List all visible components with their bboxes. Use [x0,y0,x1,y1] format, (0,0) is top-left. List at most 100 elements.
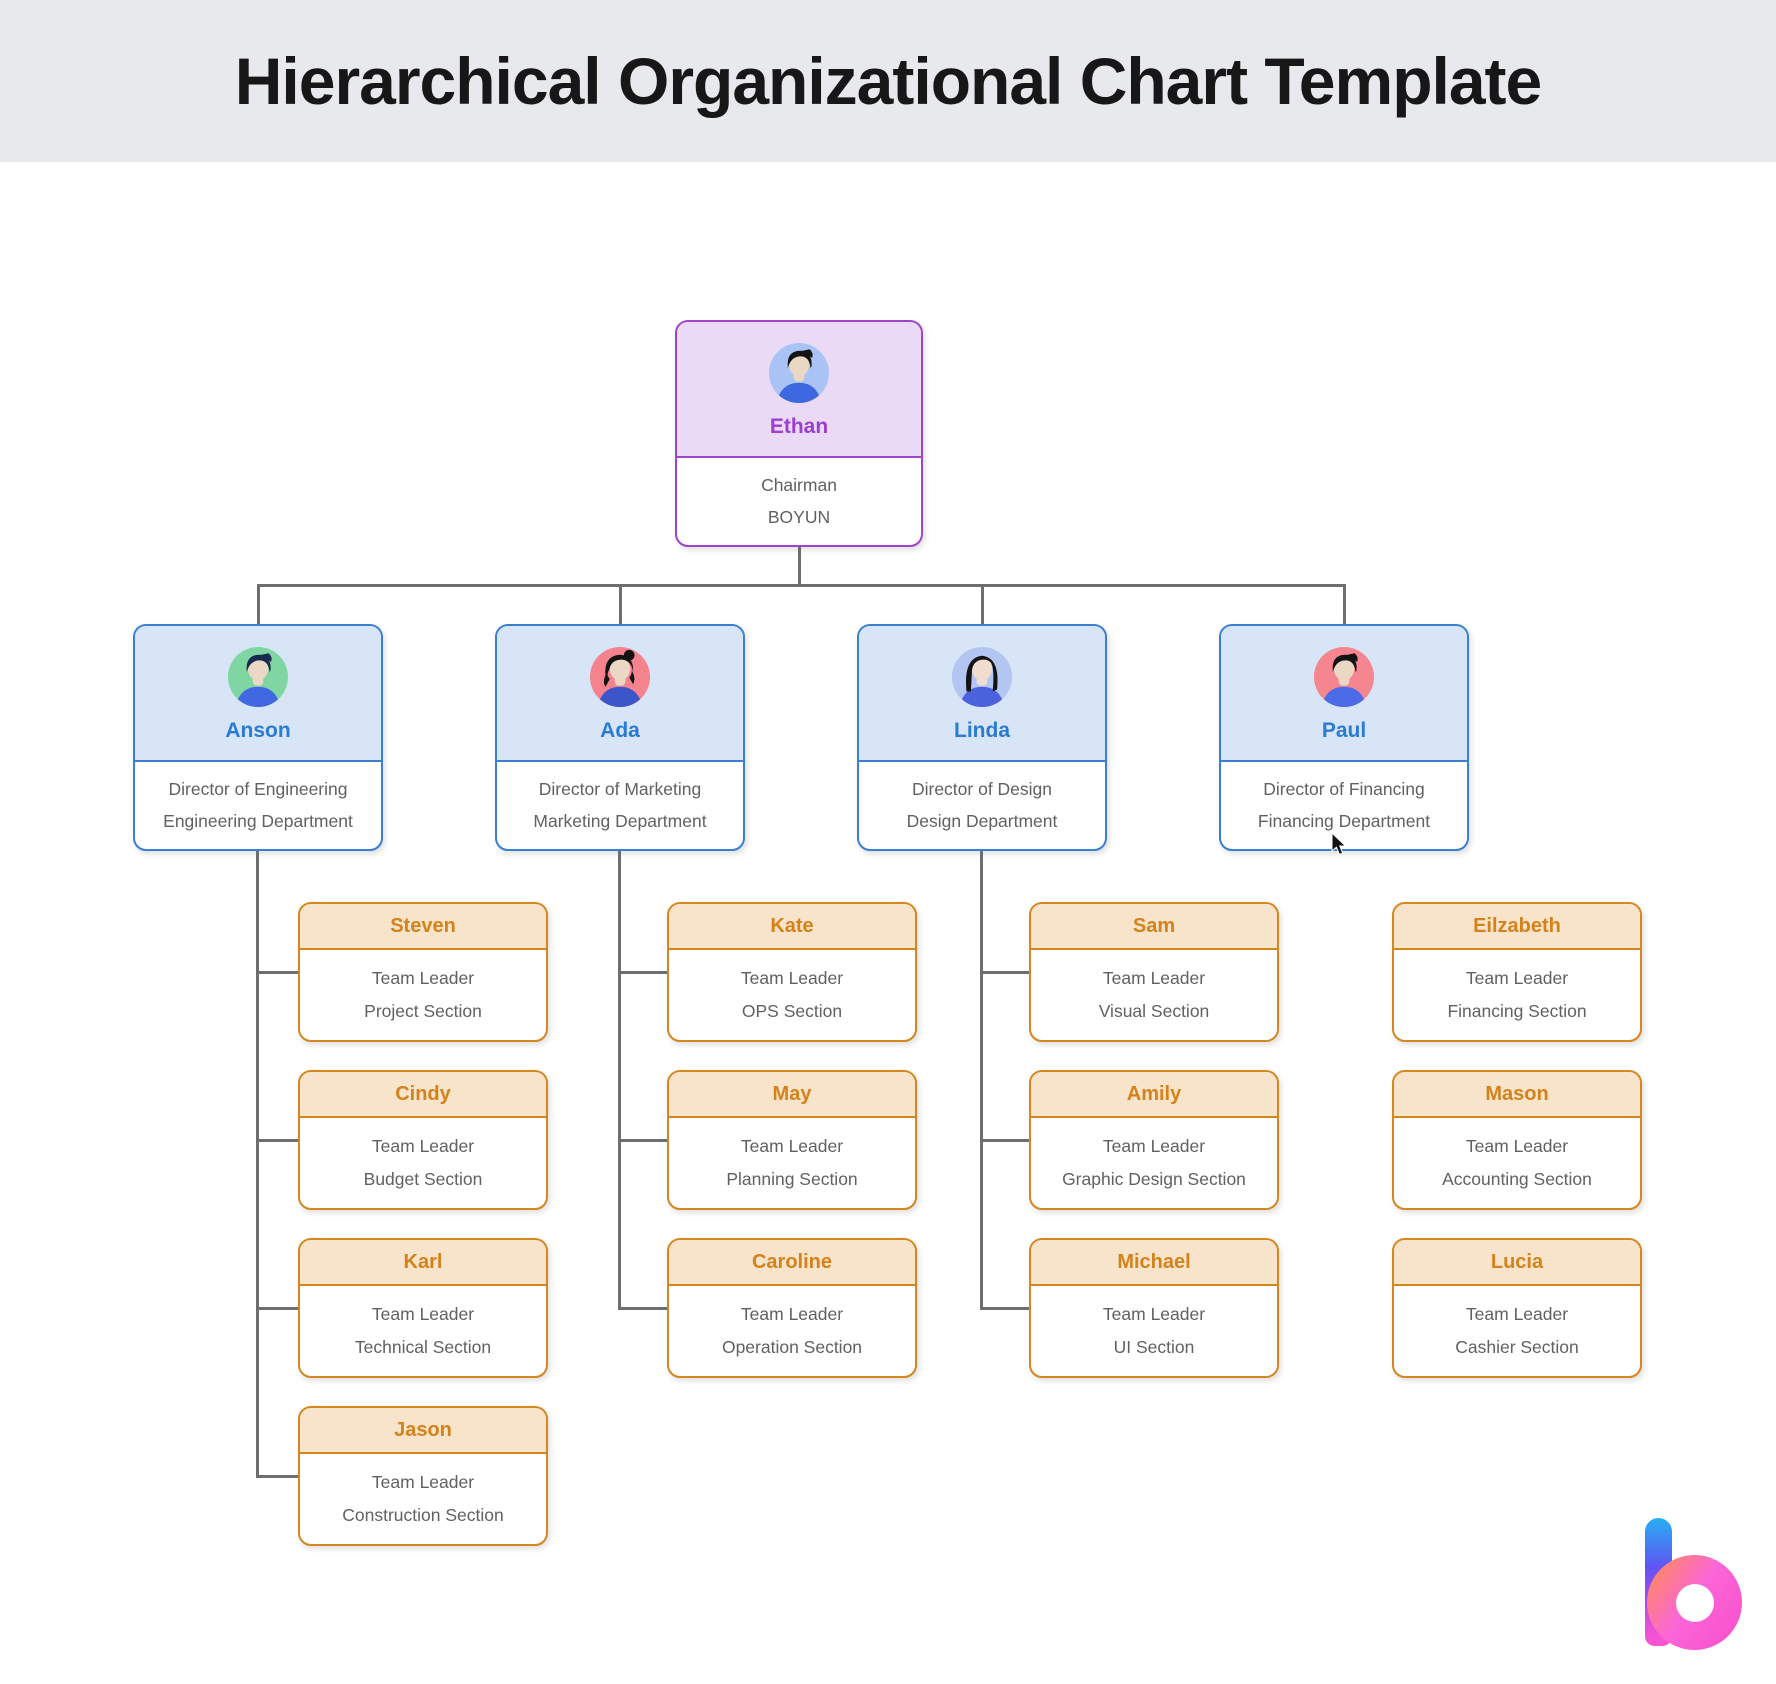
card-section-label: UI Section [1113,1337,1195,1358]
title-band: Hierarchical Organizational Chart Templa… [0,0,1776,162]
connector-trunk [617,849,621,1310]
connector-branch-drop [1342,584,1346,624]
card-title-label: Team Leader [1102,967,1206,988]
card-header: Anson [135,626,381,762]
card-section-label: Budget Section [363,1169,483,1190]
avatar [768,342,830,404]
card-header: Linda [859,626,1105,762]
connector-stub [257,1474,298,1478]
card-title-label: Team Leader [371,1471,475,1492]
card-title-label: Team Leader [740,967,844,988]
avatar [1313,646,1375,708]
card-name: May [772,1083,812,1105]
connector-root-drop [797,546,801,585]
card-name: Anson [225,718,291,742]
card-org: BOYUN [767,507,831,528]
card-header: Mason [1394,1072,1640,1118]
connector-stub [981,970,1029,974]
card-header: Cindy [300,1072,546,1118]
connector-trunk [979,849,983,1310]
card-header: May [669,1072,915,1118]
connector-trunk [255,849,259,1478]
card-section-label: Accounting Section [1442,1169,1592,1190]
card-role: Director of Financing [1263,778,1425,799]
card-name: Ethan [769,414,829,438]
card-name: Amily [1126,1083,1182,1105]
connector-stub [619,1138,667,1142]
card-name: Paul [1321,718,1367,742]
card-title-label: Team Leader [371,1303,475,1324]
card-name: Linda [954,718,1010,742]
card-org: Financing Department [1257,811,1431,832]
card-header: Jason [300,1408,546,1454]
connector-stub [619,970,667,974]
card-name: Sam [1132,915,1176,937]
card-header: Michael [1031,1240,1277,1286]
mouse-pointer-icon [1331,833,1347,856]
card-section-label: Planning Section [726,1169,858,1190]
card-name: Cindy [395,1083,451,1105]
connector-stub [257,1138,298,1142]
card-header: Paul [1221,626,1467,762]
card-header: Kate [669,904,915,950]
card-section-label: Operation Section [721,1337,863,1358]
card-header: Caroline [669,1240,915,1286]
connector-stub [619,1306,667,1310]
connector-stub [257,1306,298,1310]
card-title-label: Team Leader [1465,1303,1569,1324]
card-title-label: Team Leader [1465,1135,1569,1156]
card-title-label: Team Leader [1102,1135,1206,1156]
card-name: Karl [403,1251,443,1273]
card-header: Sam [1031,904,1277,950]
card-org: Engineering Department [163,811,353,832]
card-org: Design Department [906,811,1058,832]
card-name: Mason [1485,1083,1549,1105]
logo-bowl-shape [1647,1555,1742,1650]
card-role: Director of Engineering [168,778,348,799]
avatar [951,646,1013,708]
card-header: Ethan [677,322,921,458]
card-section-label: Construction Section [342,1505,504,1526]
card-header: Ada [497,626,743,762]
card-section-label: Project Section [364,1001,482,1022]
connector-branch-drop [256,584,260,624]
card-header: Amily [1031,1072,1277,1118]
card-section-label: Visual Section [1098,1001,1210,1022]
card-role: Director of Marketing [538,778,702,799]
card-name: Caroline [751,1251,833,1273]
